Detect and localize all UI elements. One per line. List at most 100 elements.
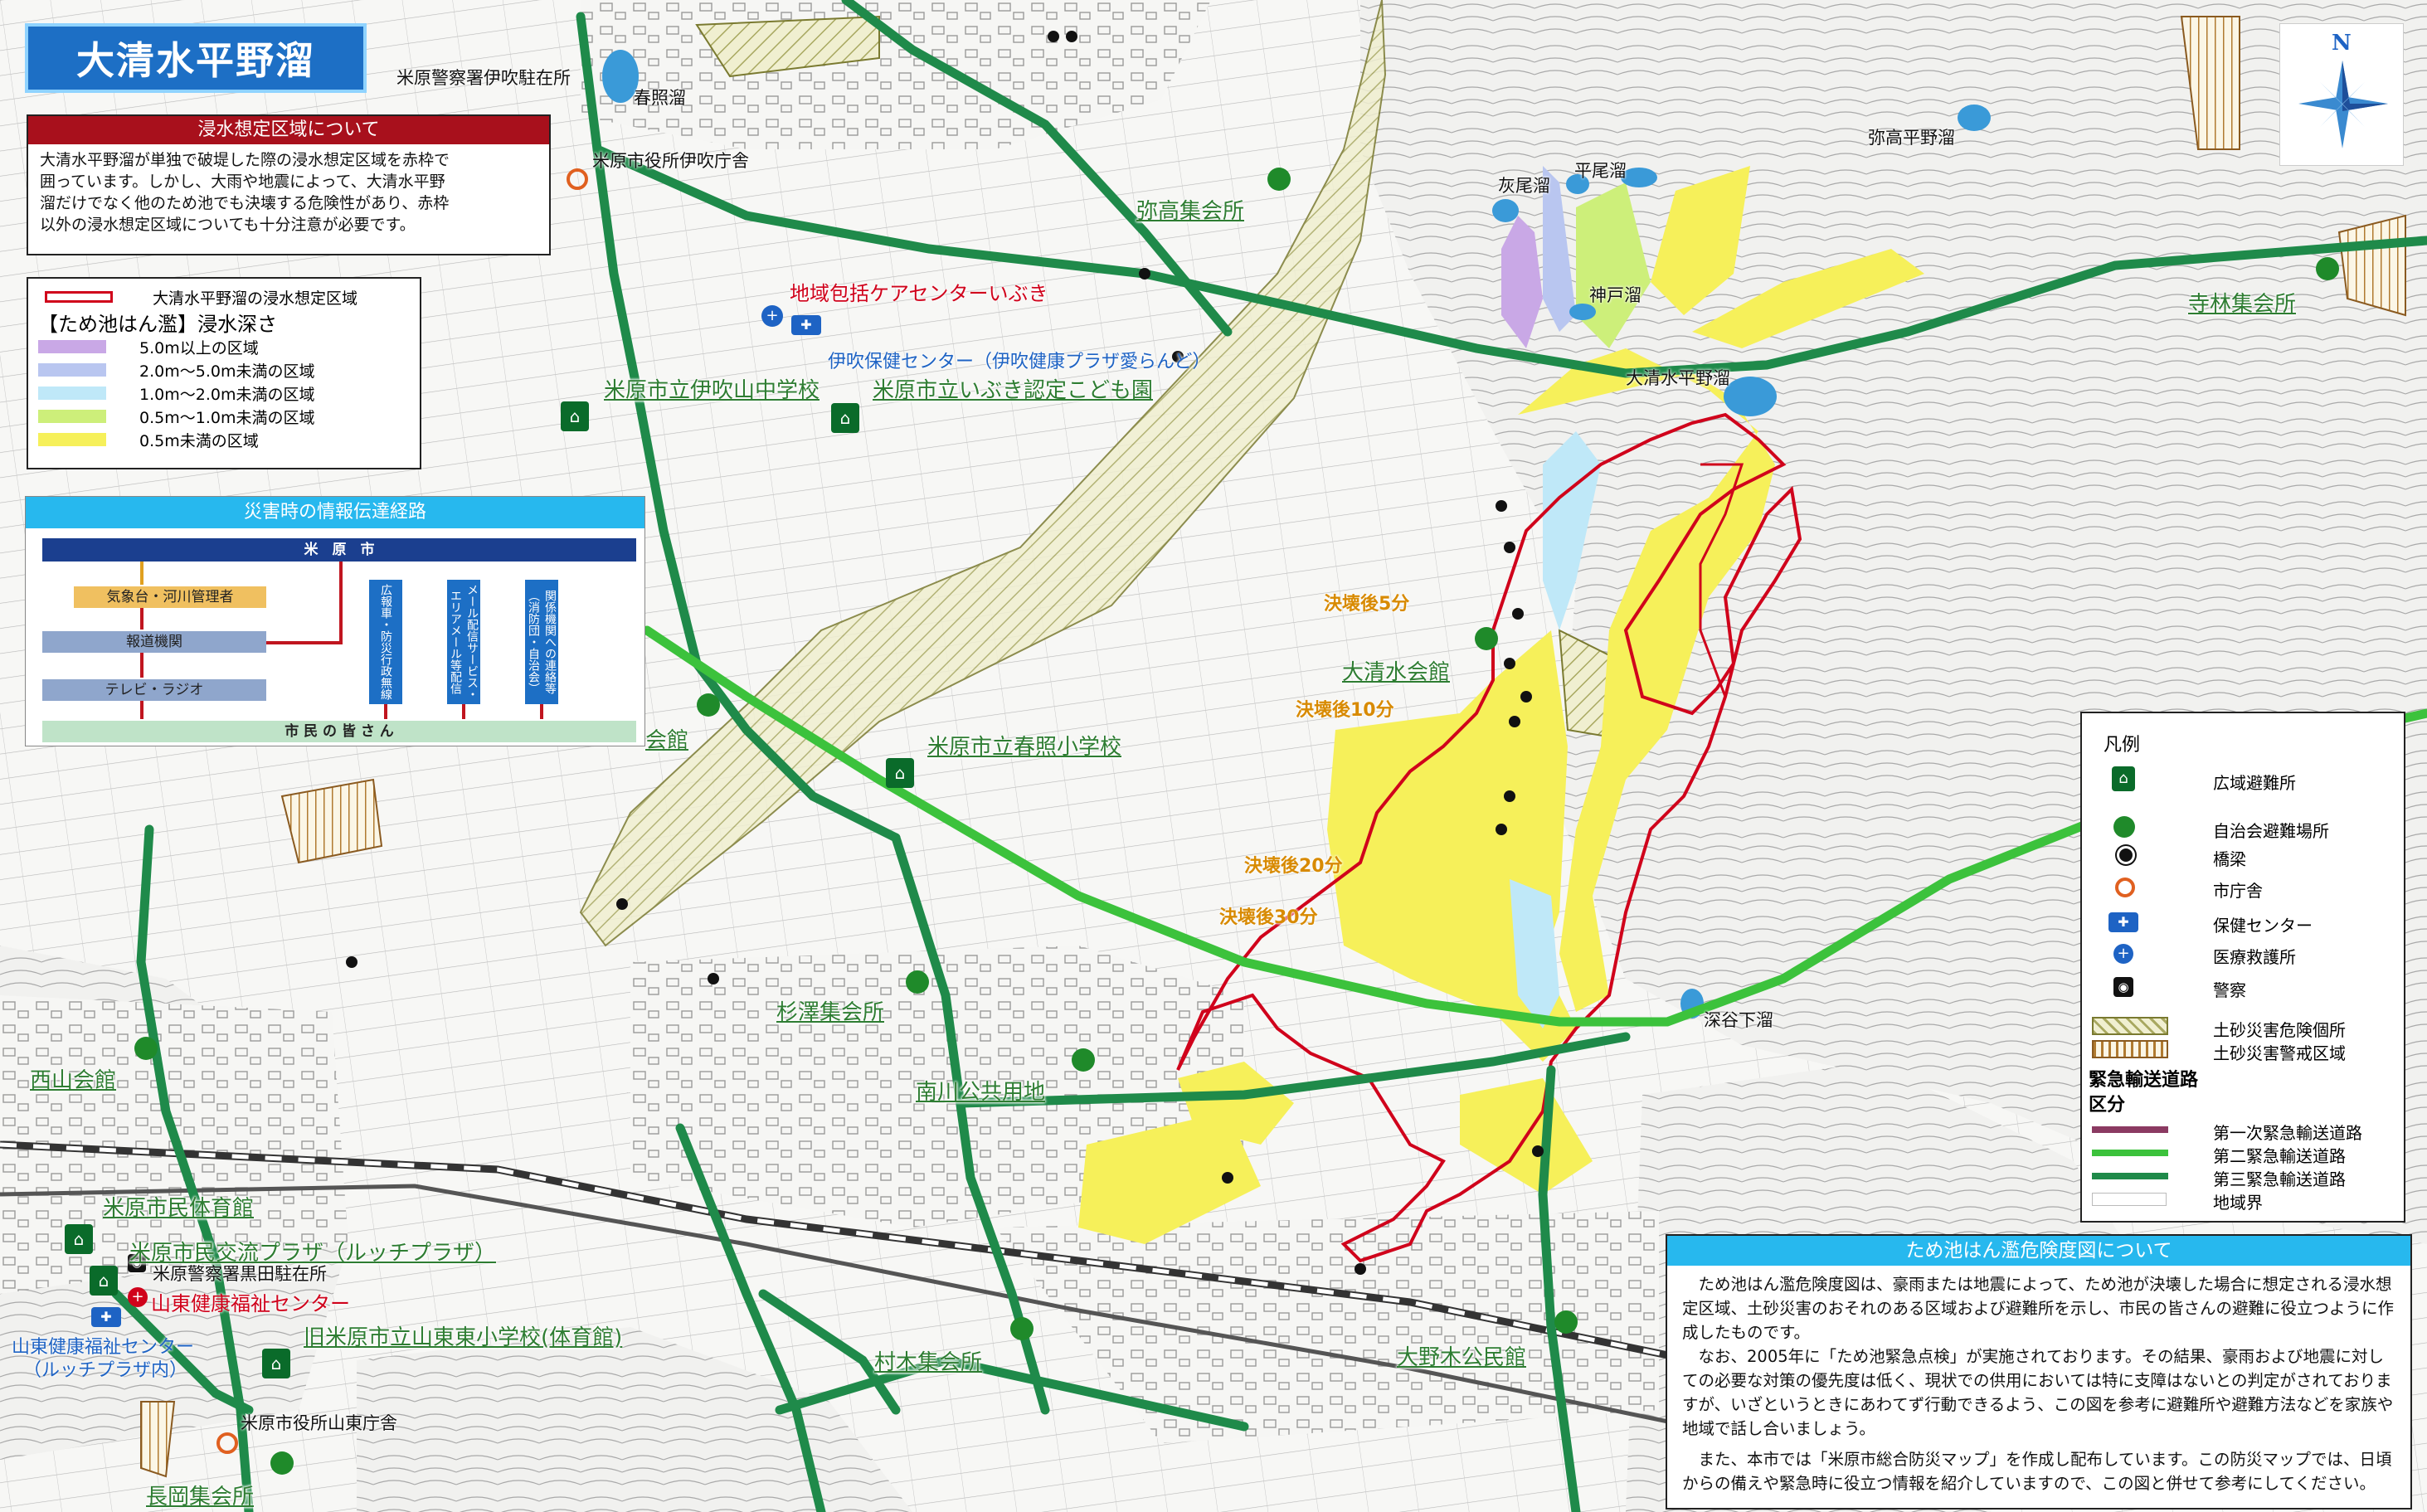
flow-channel: 関係機関への連絡等（消防団・自治会） <box>525 580 558 704</box>
label-yatakaka: 弥高集会所 <box>1136 199 1245 224</box>
shelter-icon: ⌂ <box>831 403 859 433</box>
medical-aid-icon: + <box>128 1287 148 1307</box>
legend-road-heading: 区分 <box>2089 1095 2126 1116</box>
shelter-icon: ⌂ <box>65 1224 93 1254</box>
label-oshimizuhirano: 大清水平野溜 <box>1626 368 1730 388</box>
label-t5: 決壊後5分 <box>1324 594 1410 615</box>
health-center-icon: ✚ <box>2108 912 2138 932</box>
info-flow-chart: 災害時の情報伝達経路 米 原 市 気象台・河川管理者 報道機関 テレビ・ラジオ … <box>25 496 645 746</box>
police-icon: ◉ <box>128 1254 146 1272</box>
third-emergency-roads <box>111 0 2427 1512</box>
label-hirao: 平尾溜 <box>1574 161 1627 181</box>
flow-citizens: 市 民 の 皆 さ ん <box>42 721 636 742</box>
bridge-icon <box>2117 846 2135 864</box>
depth-swatch <box>38 410 106 423</box>
flow-channel: 広報車・防災行政無線 <box>369 580 402 704</box>
landslide-warning-icon <box>2092 1040 2168 1058</box>
label-city-santo: 米原市役所山東庁舎 <box>241 1413 397 1433</box>
legend-title: 凡例 <box>2104 735 2141 756</box>
flow-arrows <box>140 562 543 719</box>
outline-label: 大清水平野溜の浸水想定区域 <box>153 289 358 308</box>
landslide-danger-icon <box>2092 1017 2168 1035</box>
label-santo-higashi: 旧米原市立山東東小学校(体育館) <box>304 1325 623 1350</box>
label-santo-kenko: 山東健康福祉センター <box>151 1292 350 1315</box>
legend-label: 市庁舎 <box>2213 881 2263 901</box>
flow-tv: テレビ・ラジオ <box>42 679 266 701</box>
label-t10: 決壊後10分 <box>1296 700 1394 721</box>
depth-legend-row: 0.5m未満の区域 <box>38 428 410 451</box>
flood-outline <box>1176 412 1802 1263</box>
city-hall-markers <box>216 168 588 1454</box>
bridge-markers <box>346 31 1544 1275</box>
label-sugisawa: 杉澤集会所 <box>776 1000 885 1025</box>
legend-label: 自治会避難場所 <box>2213 821 2329 841</box>
info-line: 以外の浸水想定区域についても十分注意が必要です。 <box>40 216 416 234</box>
legend-label: 保健センター <box>2213 916 2313 936</box>
label-lucchi: 米原市民交流プラザ（ルッチプラザ） <box>129 1241 497 1266</box>
label-fukaya: 深谷下溜 <box>1704 1010 1773 1030</box>
label-ibuki-kodomoen: 米原市立いぶき認定こども園 <box>873 378 1154 403</box>
about-header: ため池はん濫危険度図について <box>1667 1236 2410 1266</box>
about-hazard-map: ため池はん濫危険度図について ため池はん濫危険度図は、豪雨または地震によって、た… <box>1666 1234 2412 1510</box>
flow-chart-header: 災害時の情報伝達経路 <box>26 497 644 528</box>
medical-aid-icon: + <box>761 305 783 327</box>
red-outline-swatch <box>45 291 113 303</box>
label-sunsho-ike: 春照溜 <box>634 88 686 108</box>
map-title: 大清水平野溜 <box>25 23 367 93</box>
road-swatch <box>2092 1173 2168 1179</box>
about-body: ため池はん濫危険度図は、豪雨または地震によって、ため池が決壊した場合に想定される… <box>1667 1266 2410 1502</box>
evacuation-shelter-icon: ⌂ <box>2112 766 2135 791</box>
depth-swatch <box>38 387 106 400</box>
legend-label: 警察 <box>2213 980 2246 1000</box>
flow-channel: メール配信サービス・エリアメール等配信 <box>447 580 480 704</box>
label-harueri: 米原市立春照小学校 <box>927 735 1122 760</box>
flow-weather: 気象台・河川管理者 <box>74 586 266 608</box>
legend-label: 第三緊急輸送道路 <box>2213 1169 2346 1189</box>
health-center-icon: ✚ <box>91 1307 121 1327</box>
shelter-icon: ⌂ <box>561 401 589 431</box>
depth-swatch <box>38 433 106 446</box>
shelter-icon: ⌂ <box>90 1266 118 1296</box>
depth-legend-row: 0.5m～1.0m未満の区域 <box>38 405 410 428</box>
flow-media: 報道機関 <box>42 631 266 653</box>
about-paragraph: なお、2005年に「ため池緊急点検」が実施されております。その結果、豪雨および地… <box>1682 1347 2394 1438</box>
inundation-area <box>1078 166 1924 1244</box>
about-paragraph: ため池はん濫危険度図は、豪雨または地震によって、ため池が決壊した場合に想定される… <box>1682 1275 2395 1342</box>
legend-label: 土砂災害警戒区域 <box>2213 1043 2346 1063</box>
medical-aid-icon: + <box>2113 944 2133 964</box>
label-care-center: 地域包括ケアセンターいぶき <box>790 282 1048 305</box>
label-taiikukan: 米原市民体育館 <box>103 1196 255 1221</box>
depth-legend-row: 1.0m～2.0m未満の区域 <box>38 382 410 405</box>
road-swatch <box>2092 1126 2168 1133</box>
info-line: 溜だけでなく他のため池でも決壊する危険性があり、赤枠 <box>40 194 450 212</box>
shelter-icon: ⌂ <box>886 758 914 788</box>
depth-label: 0.5m未満の区域 <box>139 431 259 450</box>
label-kaikan: 会館 <box>645 728 689 753</box>
label-t30: 決壊後30分 <box>1219 907 1318 928</box>
map-legend: 凡例 ⌂ 広域避難所 自治会避難場所 橋梁 市庁舎 ✚ 保健センター + 医療救… <box>2080 712 2405 1223</box>
label-santo-hoken-2: （ルッチプラザ内） <box>23 1360 188 1381</box>
label-muraki: 村木集会所 <box>874 1350 983 1375</box>
road-swatch <box>2092 1193 2167 1206</box>
flood-area-info-header: 浸水想定区域について <box>28 116 549 144</box>
label-city-ibuki: 米原市役所伊吹庁舎 <box>592 151 749 171</box>
about-paragraph: また、本市では「米原市総合防災マップ」を作成し配布しています。この防災マップでは… <box>1682 1450 2392 1493</box>
label-ibuki-hoken: 伊吹保健センター（伊吹健康プラザ愛らんど） <box>828 352 1211 372</box>
flow-city: 米 原 市 <box>42 538 636 562</box>
label-haio: 灰尾溜 <box>1498 176 1550 196</box>
info-line: 囲っています。しかし、大雨や地震によって、大清水平野 <box>40 173 445 191</box>
depth-legend-row: 2.0m～5.0m未満の区域 <box>38 358 410 382</box>
shelter-icon: ⌂ <box>262 1349 290 1378</box>
label-santo-hoken-1: 山東健康福祉センター <box>12 1337 195 1358</box>
depth-swatch <box>38 363 106 377</box>
compass: N <box>2279 23 2404 166</box>
label-teribayashi: 寺林集会所 <box>2188 292 2297 317</box>
label-nagaoka: 長岡集会所 <box>146 1485 255 1510</box>
label-police-ibuki: 米原警察署伊吹駐在所 <box>396 68 571 88</box>
label-police-kuroda: 米原警察署黒田駐在所 <box>153 1264 327 1284</box>
flood-area-info-body: 大清水平野溜が単独で破堤した際の浸水想定区域を赤枠で 囲っています。しかし、大雨… <box>28 144 549 241</box>
flood-area-info: 浸水想定区域について 大清水平野溜が単独で破堤した際の浸水想定区域を赤枠で 囲っ… <box>27 114 551 255</box>
label-minamikawa: 南川公共用地 <box>916 1080 1046 1105</box>
city-hall-icon <box>2115 878 2135 897</box>
depth-label: 0.5m～1.0m未満の区域 <box>139 408 315 427</box>
